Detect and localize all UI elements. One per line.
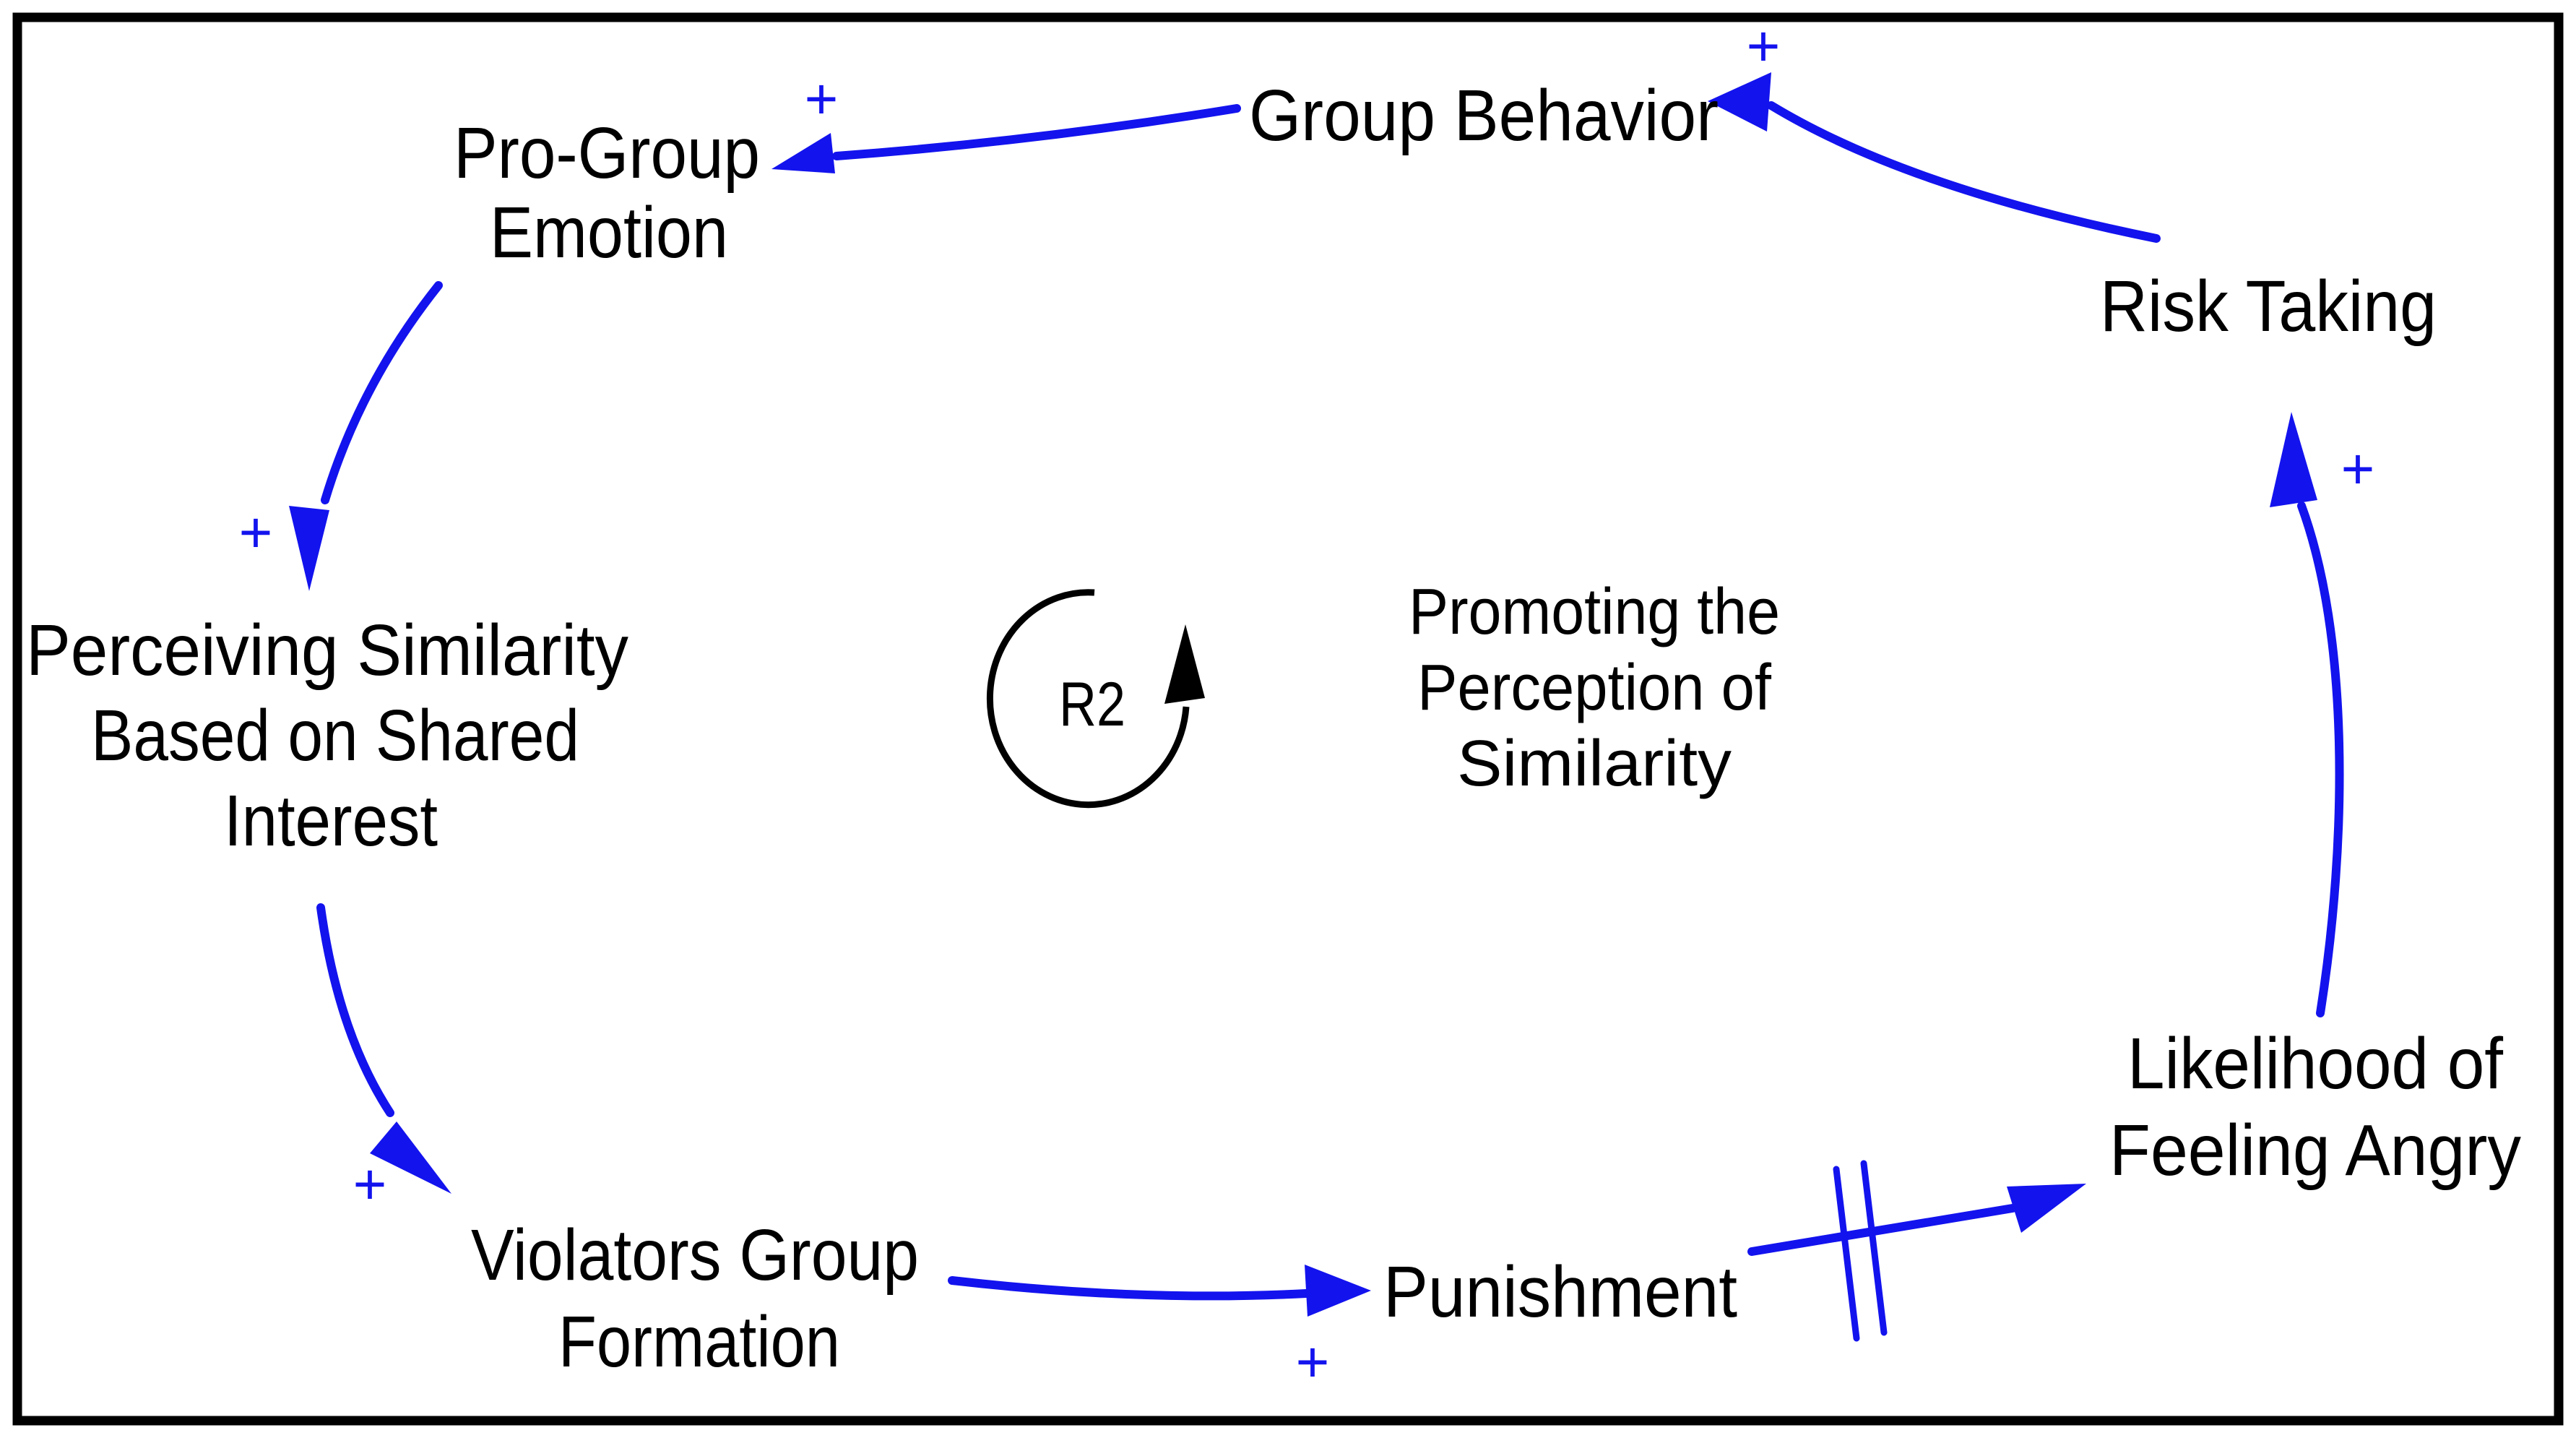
- link-curve: [832, 104, 1241, 160]
- arrowhead-icon: [1708, 72, 1771, 132]
- link-punishment-to-likelihood-feeling-angry: [1747, 1160, 2086, 1342]
- polarity-sign: +: [2341, 436, 2375, 501]
- link-curve: [1767, 101, 2161, 243]
- node-label: Punishment: [1383, 1252, 1737, 1332]
- node-label-line: Violators Group: [471, 1215, 919, 1296]
- node-label: Risk Taking: [2100, 266, 2437, 347]
- node-label-line: Feeling Angry: [2109, 1110, 2521, 1191]
- arrowhead-icon: [370, 1121, 451, 1194]
- node-label-line: Pro-Group: [454, 113, 760, 194]
- polarity-sign: +: [353, 1152, 387, 1216]
- link-likelihood-feeling-angry-to-risk-taking: +: [2270, 412, 2375, 1017]
- loop-marker-r2: R2: [986, 589, 1205, 809]
- node-group-behavior: Group Behavior: [1249, 75, 1719, 156]
- link-curve: [2297, 501, 2344, 1017]
- node-label-line: Interest: [224, 780, 438, 861]
- arrowhead-icon: [289, 506, 329, 591]
- link-violators-group-formation-to-punishment: +: [948, 1265, 1371, 1394]
- loop-arc-icon: [986, 589, 1190, 809]
- node-risk-taking: Risk Taking: [2100, 266, 2437, 347]
- delay-mark-icon: [1860, 1160, 1888, 1336]
- loop-name-annotation: Promoting the Perception of Similarity: [1409, 576, 1780, 800]
- polarity-sign: +: [1296, 1330, 1330, 1394]
- diagram-border: [12, 12, 2564, 1426]
- loop-name-line: Perception of: [1417, 652, 1772, 724]
- polarity-sign: +: [239, 500, 273, 564]
- polarity-sign: +: [805, 66, 839, 131]
- link-perceiving-similarity-to-violators-group-formation: +: [316, 903, 451, 1216]
- link-group-behavior-to-pro-group-emotion: +: [771, 66, 1241, 173]
- arrowhead-icon: [1305, 1265, 1371, 1317]
- polarity-sign: +: [1747, 14, 1781, 78]
- link-curve: [316, 903, 394, 1117]
- arrowhead-icon: [2007, 1184, 2086, 1233]
- link-curve: [1747, 1204, 2017, 1256]
- loop-id-label: R2: [1059, 670, 1125, 739]
- link-pro-group-emotion-to-perceiving-similarity: +: [239, 281, 443, 591]
- node-label-line: Likelihood of: [2127, 1023, 2503, 1104]
- node-label-line: Based on Shared: [91, 695, 579, 776]
- link-risk-taking-to-group-behavior: +: [1708, 14, 2161, 243]
- loop-name-line: Similarity: [1457, 728, 1732, 800]
- arrowhead-icon: [2270, 412, 2317, 507]
- arrowhead-icon: [771, 133, 835, 173]
- link-curve: [948, 1276, 1310, 1301]
- node-perceiving-similarity: Perceiving Similarity Based on Shared In…: [26, 610, 628, 861]
- loop-arrowhead-icon: [1164, 624, 1205, 704]
- node-label-line: Perceiving Similarity: [26, 610, 628, 691]
- node-likelihood-feeling-angry: Likelihood of Feeling Angry: [2109, 1023, 2521, 1191]
- node-label: Group Behavior: [1249, 75, 1719, 156]
- link-curve: [321, 281, 443, 504]
- node-violators-group-formation: Violators Group Formation: [471, 1215, 919, 1382]
- node-pro-group-emotion: Pro-Group Emotion: [454, 113, 760, 273]
- delay-mark-icon: [1833, 1166, 1860, 1342]
- loop-name-line: Promoting the: [1409, 576, 1780, 648]
- node-punishment: Punishment: [1383, 1252, 1737, 1332]
- node-label-line: Formation: [558, 1301, 840, 1382]
- node-label-line: Emotion: [490, 192, 728, 273]
